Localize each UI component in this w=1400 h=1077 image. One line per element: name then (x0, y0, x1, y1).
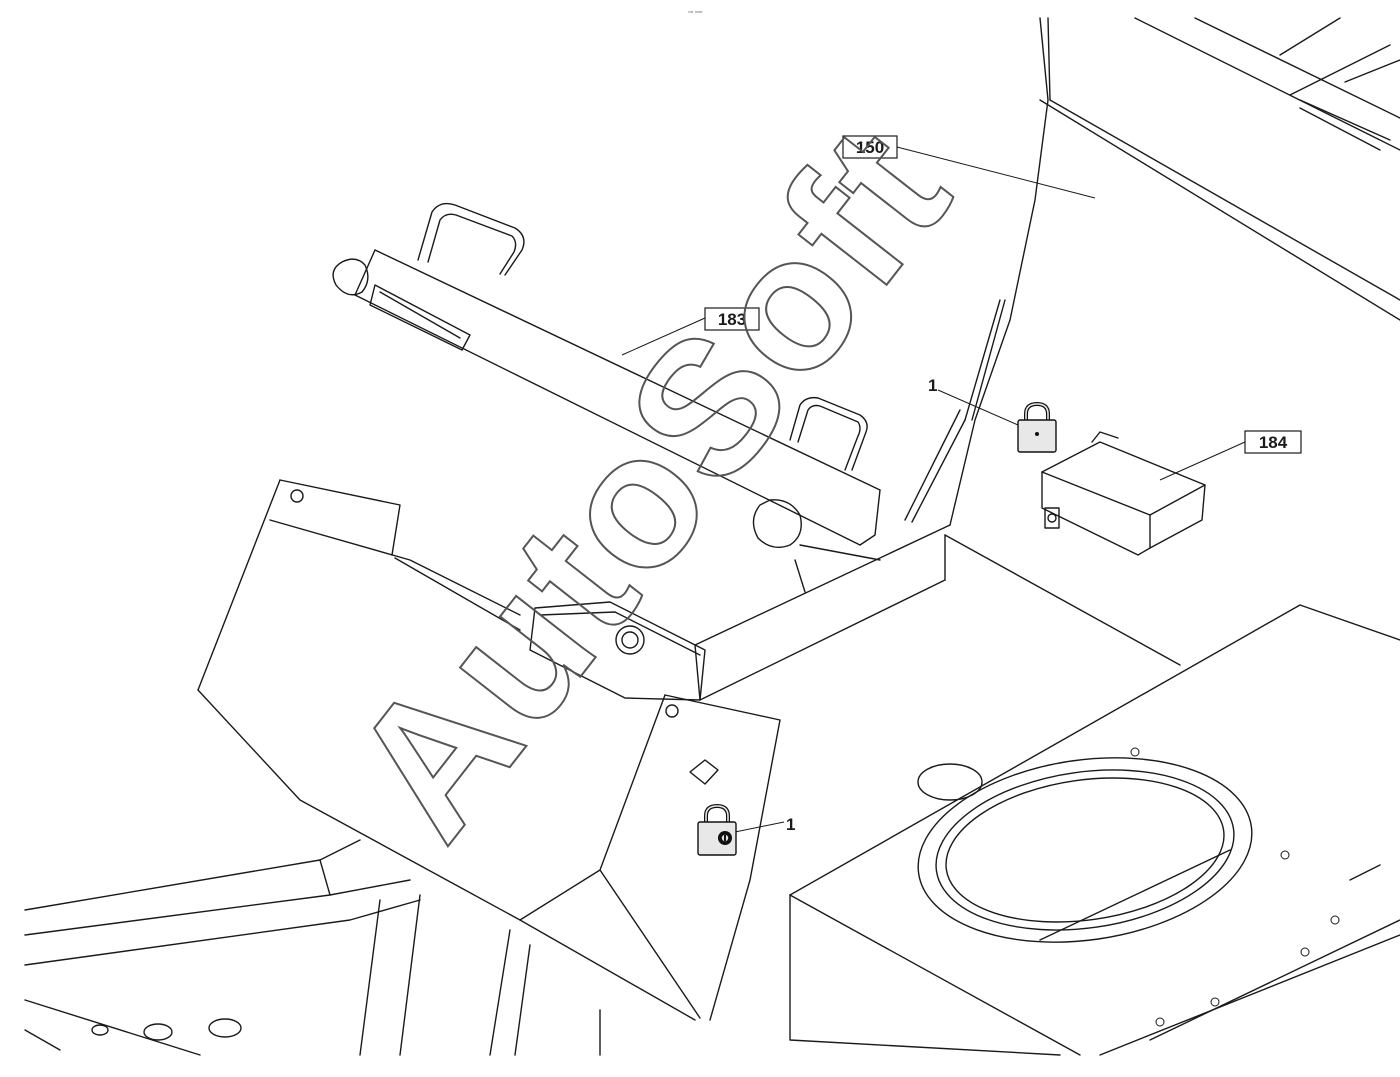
frame-top-right (1134, 17, 1400, 151)
part-184-box (1041, 431, 1206, 556)
callout-184[interactable]: 184 (1244, 430, 1302, 454)
header-mark: ▫▫ ▫▫▫ (688, 9, 702, 16)
tray-box (197, 479, 781, 1021)
leader-lines (621, 146, 1246, 833)
cabinet-ring (789, 604, 1400, 1056)
callout-184-label: 184 (1259, 433, 1288, 452)
callout-150[interactable]: 150 (842, 135, 898, 159)
callout-183[interactable]: 183 (704, 307, 760, 331)
callout-1-upper[interactable]: 1 (928, 376, 937, 395)
rod-183 (332, 202, 881, 593)
callout-183-label: 183 (718, 310, 746, 329)
padlock-icon (697, 803, 737, 856)
shelf-floor (694, 524, 1181, 701)
panel-150 (904, 17, 1400, 526)
frame-lower-left (24, 839, 601, 1056)
watermark-text: AutoSoft (310, 88, 990, 876)
padlock-icon (1017, 401, 1057, 453)
callout-150-label: 150 (856, 138, 884, 157)
callout-1-upper-label: 1 (928, 376, 937, 395)
callout-1-lower-label: 1 (786, 815, 795, 834)
callout-1-lower[interactable]: 1 (786, 815, 795, 834)
